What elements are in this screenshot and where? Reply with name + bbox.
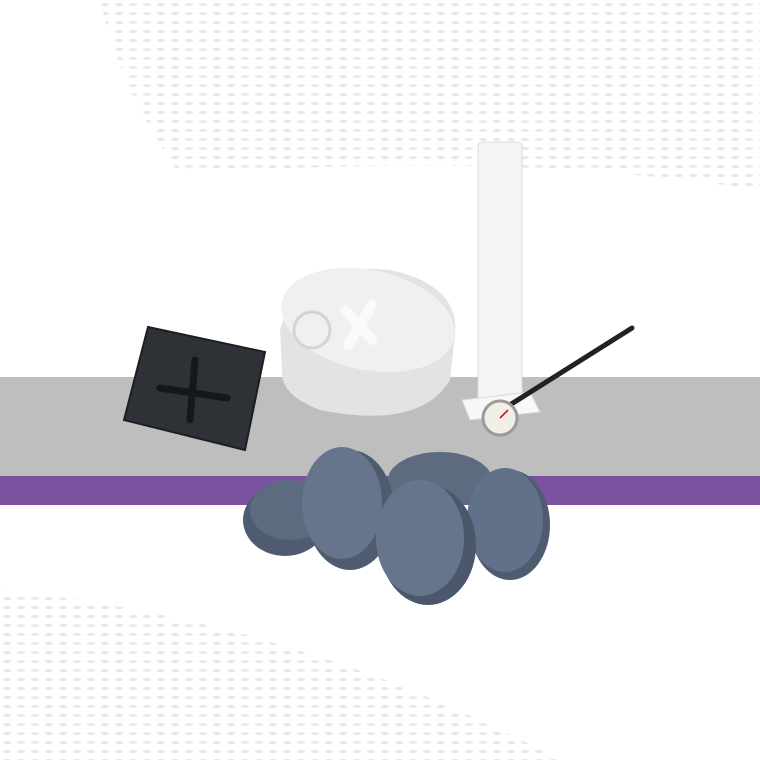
dot-pattern-top	[100, 0, 760, 190]
rubber-puck-icon	[376, 480, 476, 605]
rubber-puck-icon	[302, 447, 394, 570]
black-square-cap-icon	[122, 325, 267, 452]
white-foam-cap-icon	[280, 267, 456, 416]
dot-pattern-bottom	[0, 590, 560, 760]
rubber-puck-icon	[467, 468, 550, 580]
rubber-pucks	[243, 447, 550, 605]
graduated-cylinder-icon	[461, 141, 541, 421]
dial-thermometer-icon	[481, 325, 635, 437]
